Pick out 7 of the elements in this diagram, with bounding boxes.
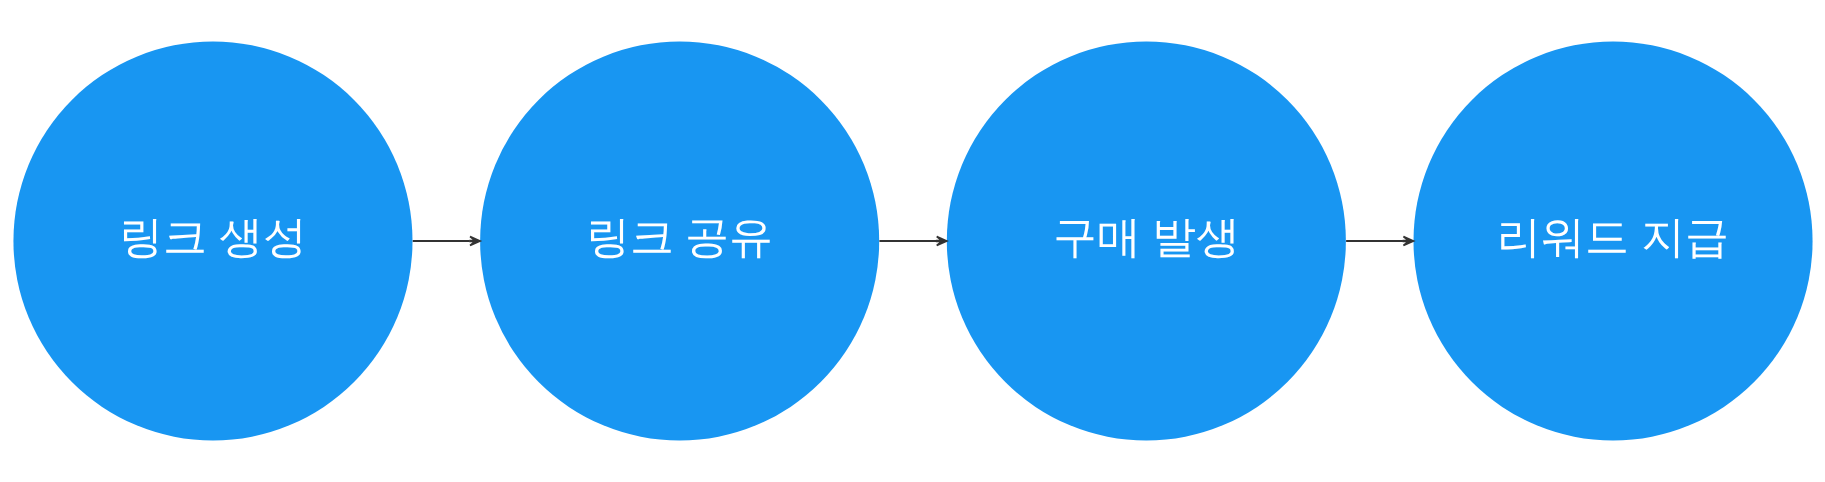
arrow	[878, 235, 948, 247]
node-circle: 링크 공유	[479, 41, 879, 441]
node-circle: 구매 발생	[946, 41, 1346, 441]
arrow	[411, 235, 481, 247]
node-circle: 리워드 지급	[1413, 41, 1813, 441]
arrow	[1344, 235, 1414, 247]
node-circle: 링크 생성	[12, 41, 412, 441]
